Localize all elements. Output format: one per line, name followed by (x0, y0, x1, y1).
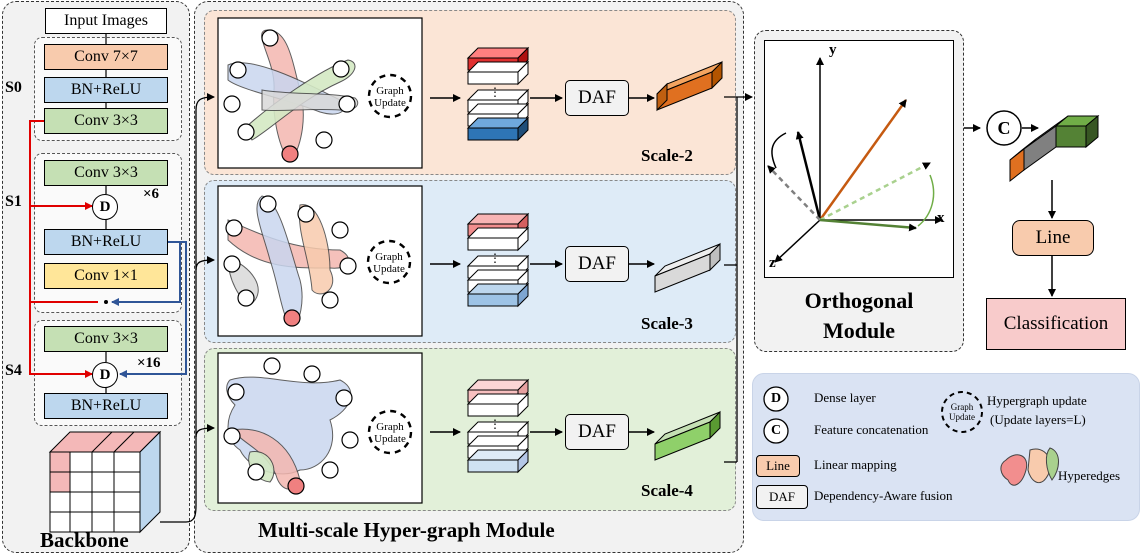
legend-update-layers-text: (Update layers=L) (990, 412, 1086, 427)
orthogonal-title-line2: Module (822, 318, 896, 343)
daf-box-scale3: DAF (565, 246, 629, 282)
hypergraph-title: Multi-scale Hyper-graph Module (258, 518, 555, 542)
classification-box: Classification (986, 298, 1126, 350)
hypergraph-drawing-scale2 (227, 29, 359, 163)
conv3x3-box-s0: Conv 3×3 (44, 108, 168, 134)
repeat-16-label: ×16 (137, 355, 161, 371)
legend-concat-text: Feature concatenation (814, 422, 929, 437)
scale2-label: Scale-2 (641, 146, 693, 165)
graph-update-label-scale2: Graph Update (374, 85, 406, 109)
orthogonal-vectors (767, 99, 935, 232)
hypergraph-drawing-scale4 (226, 376, 352, 490)
axes-panel (764, 40, 954, 278)
conv1x1-box: Conv 1×1 (44, 263, 168, 289)
concat-feature-bar (1009, 114, 1100, 183)
legend-line-box: Line (756, 455, 800, 477)
feature-stack-scale3 (466, 212, 530, 308)
legend-panel (752, 373, 1140, 521)
graph-update-loops (366, 73, 413, 455)
legend-daf-text: Dependency-Aware fusion (814, 488, 953, 503)
hypergraph-drawing-scale3 (227, 195, 350, 326)
legend-hypergraph-update-text: Hypergraph update (987, 393, 1087, 408)
legend-concat-symbol: C (770, 423, 782, 438)
dense-layer-node-s4: D (92, 362, 118, 388)
orthogonal-axes (774, 57, 943, 263)
legend-dense-text: Dense layer (814, 390, 876, 405)
blue-feedback-arrows (111, 241, 187, 378)
graph-update-label-scale3: Graph Update (373, 251, 405, 275)
repeat-6-label: ×6 (143, 186, 160, 202)
red-skip-arrows (29, 120, 98, 378)
output-bar-scale3 (654, 242, 721, 293)
dense-layer-node-s1: D (92, 194, 118, 220)
scale3-label: Scale-3 (641, 314, 693, 333)
panel-to-stack-arrows (430, 94, 655, 436)
bn-relu-box-s1: BN+ReLU (44, 229, 168, 255)
bn-relu-box-s0: BN+ReLU (44, 77, 168, 103)
conv3x3-box-s4: Conv 3×3 (44, 326, 168, 352)
conv3x3-box-s1: Conv 3×3 (44, 160, 168, 186)
stack-dots-scale3: ⋮ (489, 250, 501, 265)
legend-icons (763, 386, 1059, 486)
daf-box-scale4: DAF (565, 414, 629, 450)
concat-symbol: C (997, 117, 1011, 138)
backbone-to-scales (160, 93, 215, 523)
s4-label: S4 (5, 362, 22, 379)
stack-dots-scale2: ⋮ (489, 84, 501, 99)
concat-circle (986, 110, 1022, 146)
s1-label: S1 (5, 193, 22, 210)
bn-relu-box-s4: BN+ReLU (44, 393, 168, 419)
line-box: Line (1012, 220, 1094, 256)
axis-y-label: y (829, 42, 837, 58)
input-images-box: Input Images (45, 8, 167, 34)
legend-dense-symbol: D (770, 391, 782, 406)
graph-update-label-scale4: Graph Update (374, 421, 406, 445)
legend-daf-box: DAF (756, 485, 808, 509)
s0-label: S0 (5, 79, 22, 96)
graph-nodes-scale2 (223, 29, 356, 163)
scale4-label: Scale-4 (641, 481, 693, 500)
output-bar-scale4 (654, 410, 721, 461)
conv7x7-box: Conv 7×7 (44, 44, 168, 70)
feature-block-3d (48, 430, 162, 534)
orthogonal-title-line1: Orthogonal (804, 288, 914, 313)
feature-stack-scale4 (466, 378, 530, 474)
graph-nodes-scale4 (223, 357, 359, 495)
legend-line-text: Linear mapping (814, 457, 897, 472)
legend-graph-update-label: Graph Update (949, 402, 975, 422)
axis-x-label: x (937, 210, 945, 226)
scales-to-orthogonal (724, 93, 753, 463)
axis-z-label: z (769, 255, 776, 271)
stack-dots-scale4: ⋮ (489, 416, 501, 431)
legend-hyperedges-text: Hyperedges (1058, 468, 1121, 483)
graph-nodes-scale3 (223, 195, 357, 327)
output-bar-scale2 (656, 60, 723, 112)
daf-box-scale2: DAF (565, 80, 629, 116)
feature-stack-scale2 (466, 46, 530, 142)
